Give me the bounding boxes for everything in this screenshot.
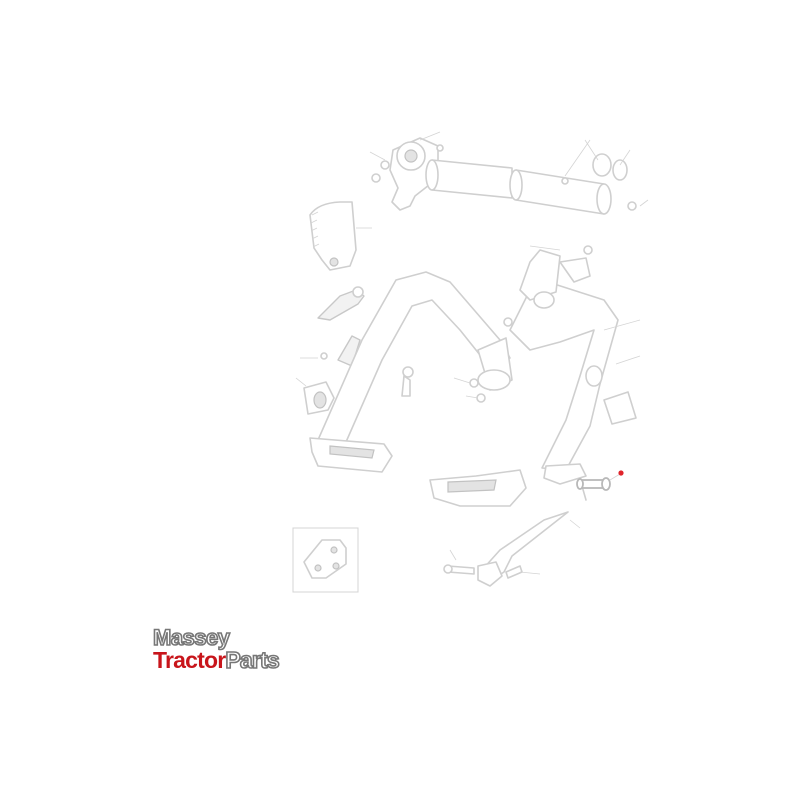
logo-line-tractor-parts: TractorParts	[153, 647, 281, 673]
highlight-marker	[618, 470, 624, 476]
cross-shaft-assembly	[369, 131, 649, 215]
ratchet-quadrant	[309, 201, 372, 271]
inset-plate-detail	[292, 527, 359, 593]
logo-word-parts: Parts	[225, 647, 281, 673]
highlighted-pin-part	[576, 470, 624, 491]
massey-tractor-parts-logo: Massey TractorParts	[152, 625, 313, 673]
logo-word-tractor: Tractor	[153, 647, 226, 673]
linkage-rod	[443, 463, 587, 587]
pawl-bracket	[295, 286, 365, 415]
brake-pedal-lever	[429, 245, 641, 507]
clutch-pedal-lever	[309, 271, 513, 473]
logo-word-massey: Massey	[152, 625, 231, 650]
